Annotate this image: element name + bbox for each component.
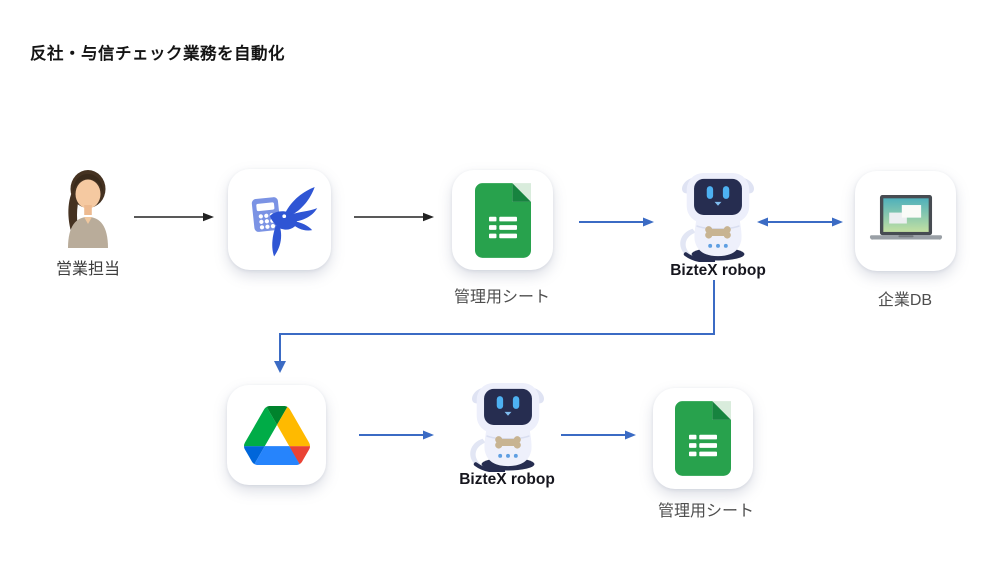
node-invoice-app [228, 169, 331, 270]
node-sheet-top [452, 170, 553, 270]
node-company-db [855, 171, 956, 271]
node-robot-bottom [464, 380, 552, 472]
robot-mascot-icon [470, 382, 545, 472]
google-drive-icon [243, 405, 310, 465]
node-robot-top [674, 170, 762, 262]
arrow-sales-to-invoice-app [134, 212, 214, 222]
arrow-invoice-app-to-sheet [354, 212, 434, 222]
node-sales [57, 166, 119, 248]
woman-avatar-icon [68, 170, 108, 248]
page-title: 反社・与信チェック業務を自動化 [30, 45, 285, 63]
node-company-db-label: 企業DB [877, 292, 933, 309]
node-sheet-bottom [653, 388, 753, 489]
node-robot-bottom-label: BizteX robop [459, 471, 555, 488]
node-drive [227, 385, 326, 485]
google-sheets-icon [675, 401, 731, 476]
node-sheet-bottom-label: 管理用シート [657, 503, 754, 520]
node-robot-top-label: BizteX robop [670, 262, 766, 279]
laptop-icon [869, 194, 942, 240]
robot-mascot-icon [680, 172, 755, 262]
arrow-robot-to-company-db [757, 217, 843, 227]
google-sheets-icon [474, 182, 531, 258]
arrow-sheet-to-robot [579, 217, 654, 227]
arrow-robot-to-sheet [561, 430, 636, 440]
calculator-swallow-icon [251, 186, 317, 256]
arrow-robot-to-drive [274, 280, 715, 373]
arrow-drive-to-robot [359, 430, 434, 440]
node-sales-label: 営業担当 [55, 261, 120, 278]
node-sheet-top-label: 管理用シート [453, 289, 550, 306]
